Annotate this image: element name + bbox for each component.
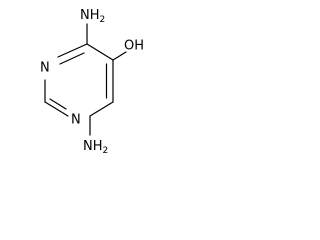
amine-bottom-main: NH (83, 139, 103, 154)
amine-label-top: NH2 (80, 8, 105, 25)
ring-nitrogen-upper: N (40, 61, 50, 76)
bond-c5-oh (112, 51, 127, 61)
amine-bottom-subscript: 2 (103, 146, 109, 156)
bond-n3-c4 (57, 43, 88, 58)
bond-c6-n1 (89, 101, 114, 117)
bond-n1-c2-inner (49, 98, 67, 110)
hydroxyl-label: OH (124, 39, 144, 54)
bond-c4-c5 (86, 43, 114, 61)
bond-n1-c2 (44, 101, 69, 117)
amine-top-main: NH (80, 8, 100, 23)
bond-n3-c4-inner (59, 52, 85, 65)
pyrimidine-structure-diagram: NH2 N N OH NH2 (40, 8, 144, 156)
ring-nitrogen-lower: N (71, 113, 81, 128)
amine-top-subscript: 2 (100, 15, 106, 25)
amine-label-bottom: NH2 (83, 139, 108, 156)
